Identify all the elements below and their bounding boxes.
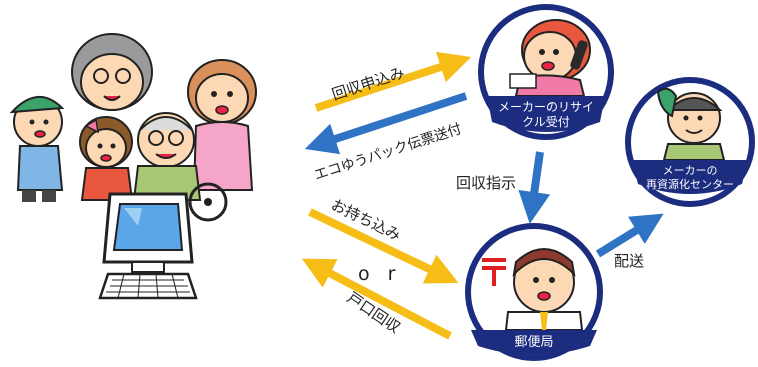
arrow-door-pickup [301, 258, 452, 340]
arrow-eco-pack-slip [304, 92, 468, 155]
label-or: o r [358, 263, 401, 285]
arrow-bring-in [308, 208, 459, 284]
label-eco-pack-slip: エコゆうパック伝票送付 [312, 121, 463, 184]
arrow-collection-instruction [518, 151, 551, 224]
recycling-center-label-line1: メーカーの [663, 164, 718, 177]
label-collection-instruction: 回収指示 [456, 174, 516, 192]
postal-mark-icon [482, 258, 506, 286]
reception-label-line1: メーカーのリサイ [498, 100, 594, 114]
label-delivery: 配送 [614, 252, 644, 270]
reception-label-line2: クル受付 [522, 115, 570, 129]
node-recycling-center: メーカーの 再資源化センター [625, 77, 755, 207]
computer-icon [98, 192, 198, 300]
recycling-center-label-line2: 再資源化センター [646, 177, 734, 191]
label-collection-request: 回収申込み [330, 64, 407, 104]
post-office-label: 郵便局 [514, 335, 553, 350]
arrow-collection-request [314, 51, 472, 112]
family-illustration [9, 33, 257, 222]
node-recycling-reception: メーカーのリサイ クル受付 [478, 4, 614, 140]
arrow-delivery [595, 213, 664, 258]
flow-arrows [301, 51, 664, 340]
node-post-office: 郵便局 [465, 223, 603, 361]
